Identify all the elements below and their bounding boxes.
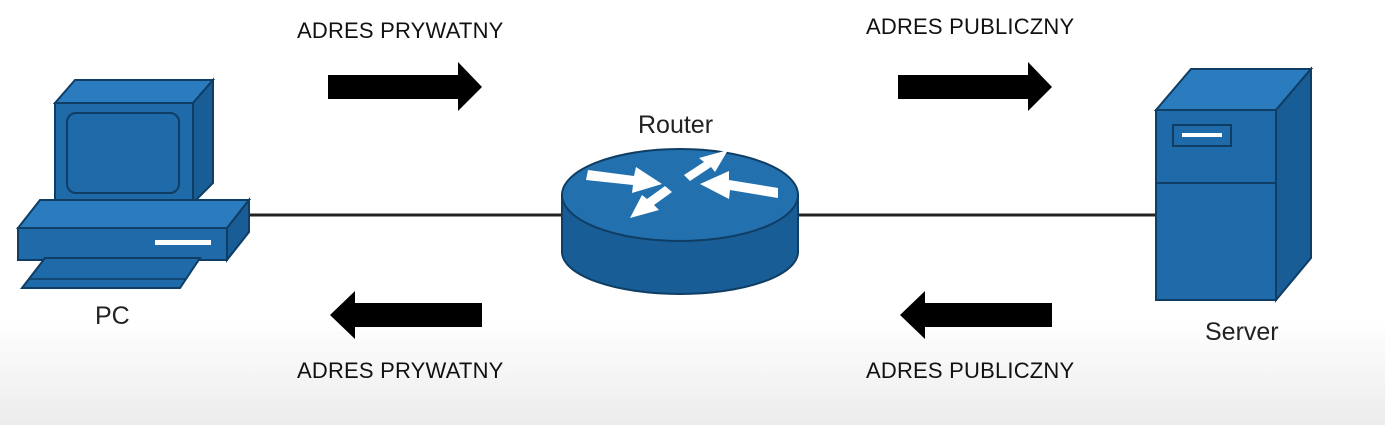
server-icon (1153, 66, 1314, 303)
arrow-right-public (898, 62, 1052, 111)
pc-label: PC (95, 302, 130, 330)
top-right-label: ADRES PUBLICZNY (866, 14, 1075, 39)
router-label: Router (638, 111, 714, 139)
arrow-left-private (330, 291, 482, 339)
bottom-right-label: ADRES PUBLICZNY (866, 358, 1075, 383)
arrow-left-public (900, 291, 1052, 339)
top-left-label: ADRES PRYWATNY (297, 18, 504, 43)
pc-icon (15, 77, 252, 289)
server-label: Server (1205, 318, 1279, 346)
arrow-right-private (328, 62, 482, 111)
router-icon (561, 148, 799, 295)
bottom-left-label: ADRES PRYWATNY (297, 358, 504, 383)
